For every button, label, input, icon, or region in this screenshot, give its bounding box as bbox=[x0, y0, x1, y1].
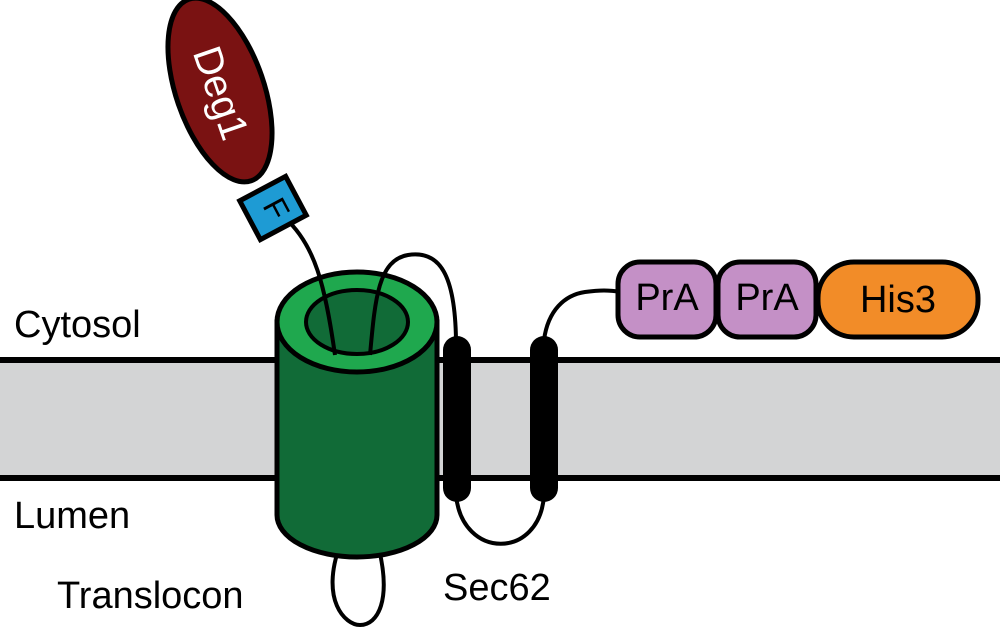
sec62-cytosolic-linker bbox=[542, 288, 623, 341]
sec62-lumenal-loop bbox=[454, 494, 546, 546]
translocon-label: Translocon bbox=[57, 575, 244, 617]
deg1-domain bbox=[165, 0, 275, 185]
his3-box bbox=[815, 259, 981, 340]
sec62-tm-helix-2 bbox=[530, 336, 558, 502]
sec62-label: Sec62 bbox=[443, 567, 551, 609]
cytosol-label: Cytosol bbox=[14, 304, 141, 346]
translocon-body bbox=[274, 319, 440, 560]
lumen-label: Lumen bbox=[14, 495, 130, 537]
pra-label-2: PrA bbox=[735, 277, 799, 319]
pra-label-1: PrA bbox=[635, 277, 699, 319]
sec62-tm-helix-1 bbox=[443, 336, 471, 502]
sec62-chain bbox=[368, 252, 458, 356]
lumenal-loop bbox=[330, 544, 386, 628]
flag-tag bbox=[236, 172, 310, 244]
membrane-band bbox=[0, 360, 1000, 478]
substrate-chain bbox=[283, 216, 337, 356]
translocon-pore bbox=[304, 288, 410, 356]
his3-label: His3 bbox=[860, 279, 936, 321]
